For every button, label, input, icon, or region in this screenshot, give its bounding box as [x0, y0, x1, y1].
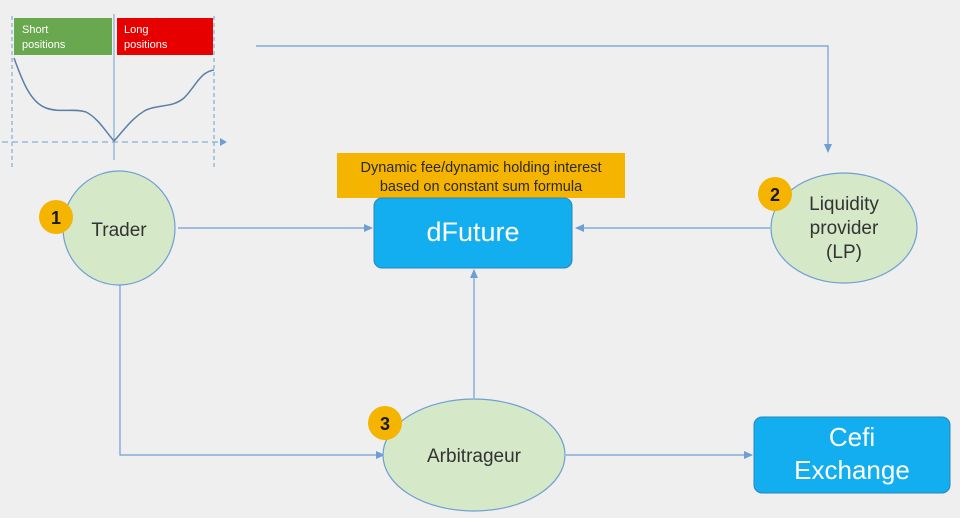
lp-label-line2: provider: [810, 218, 879, 239]
fee-note: Dynamic fee/dynamic holding interest bas…: [337, 153, 625, 198]
trader-label: Trader: [91, 220, 147, 241]
position-curve-chart: Short positions Long positions: [2, 14, 227, 170]
chart-x-axis-arrowhead: [220, 138, 227, 146]
arbitrageur-label: Arbitrageur: [427, 446, 522, 467]
dfuture-node: dFuture: [373, 197, 573, 269]
arbitrageur-badge: [368, 406, 402, 440]
dfuture-label: dFuture: [426, 217, 519, 247]
position-curve: [13, 57, 215, 143]
lp-node: Liquidity provider (LP) 2: [758, 172, 918, 284]
trader-to-arbitrageur-arrow: [119, 284, 385, 459]
chart-to-lp-arrow: [256, 45, 832, 153]
long-positions-block: [117, 18, 213, 55]
short-positions-block: [14, 18, 112, 55]
cefi-label-line2: Exchange: [794, 455, 910, 485]
fee-note-box: [337, 153, 625, 198]
cefi-exchange-node: Cefi Exchange: [753, 416, 951, 494]
long-positions-label-line2: positions: [124, 39, 168, 51]
trader-node: Trader 1: [39, 170, 176, 286]
short-positions-label-line1: Short: [22, 24, 48, 36]
arbitrageur-node: Arbitrageur 3: [368, 398, 566, 512]
cefi-exchange-box: [753, 416, 951, 494]
lp-ellipse: [770, 172, 918, 284]
trader-badge: [39, 200, 73, 234]
short-positions-label-line2: positions: [22, 39, 66, 51]
long-positions-label-line1: Long: [124, 24, 148, 36]
lp-badge-number: 2: [770, 185, 780, 205]
lp-label-line1: Liquidity: [809, 194, 879, 215]
arbitrageur-badge-number: 3: [380, 414, 390, 434]
lp-label-line3: (LP): [826, 242, 862, 263]
cefi-label-line1: Cefi: [829, 422, 875, 452]
fee-note-line2: based on constant sum formula: [380, 179, 583, 195]
arbitrageur-ellipse: [382, 398, 566, 512]
lp-badge: [758, 177, 792, 211]
trader-badge-number: 1: [51, 208, 61, 228]
connectors: [119, 45, 832, 459]
fee-note-line1: Dynamic fee/dynamic holding interest: [361, 160, 602, 176]
dfuture-box: [373, 197, 573, 269]
